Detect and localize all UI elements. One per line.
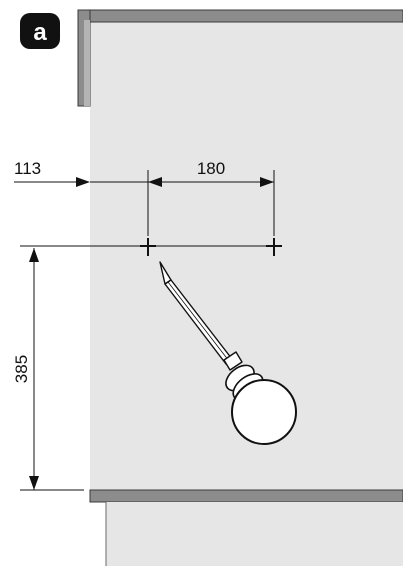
left-offset-dimension: 113 (14, 159, 148, 187)
vertical-offset-dimension: 385 (12, 248, 84, 491)
step-badge: a (20, 13, 60, 49)
crosshair-mark-icon (266, 238, 282, 256)
vertical-offset-label: 385 (12, 355, 31, 383)
lower-cabinet (105, 502, 403, 566)
screwdriver-icon (159, 261, 297, 445)
bottom-shelf (89, 489, 403, 503)
left-offset-label: 113 (14, 159, 41, 178)
hole-spacing-dimension: 180 (147, 159, 275, 236)
step-label: a (33, 19, 47, 46)
top-shelf (77, 9, 403, 107)
hole-spacing-label: 180 (197, 159, 225, 178)
crosshair-mark-icon (140, 238, 156, 256)
